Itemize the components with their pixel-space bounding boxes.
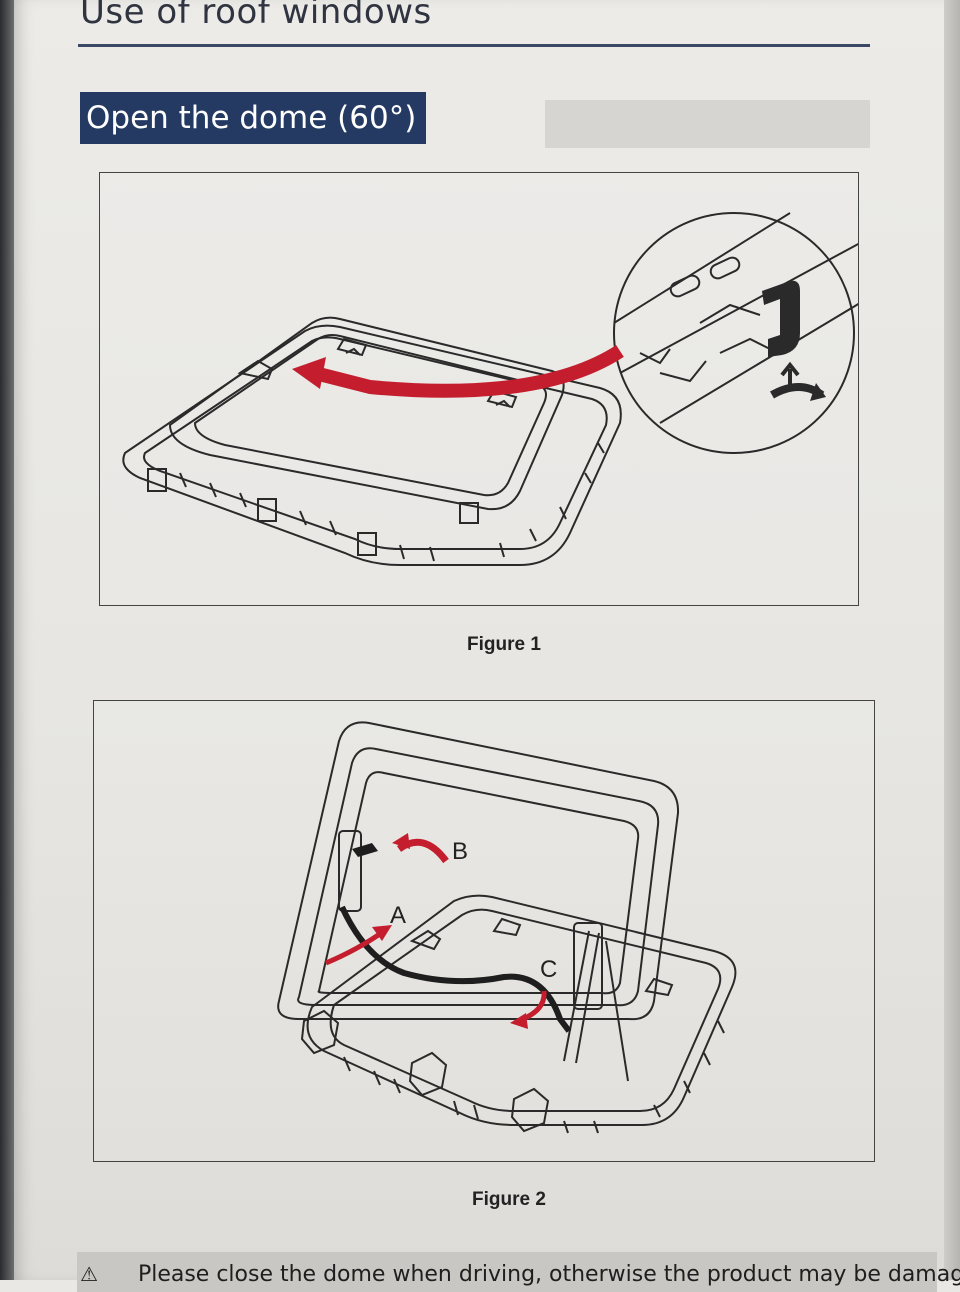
- page-edge-shadow: [0, 0, 14, 1280]
- page-stack-edge: [944, 0, 960, 1280]
- figure-2-illustration: A B C: [277, 721, 737, 1134]
- figure-1-illustration: [122, 212, 858, 566]
- warning-triangle-icon: ⚠: [80, 1262, 98, 1286]
- figure-2-frame: A B C: [93, 700, 875, 1162]
- show-through-band: [545, 100, 870, 148]
- subheading-banner: Open the dome (60°): [80, 92, 427, 144]
- warning-text: Please close the dome when driving, othe…: [137, 1262, 960, 1287]
- figure-1-frame: [99, 172, 859, 606]
- label-a: A: [390, 902, 406, 929]
- figure-1-caption: Figure 1: [467, 634, 541, 655]
- label-b: B: [452, 838, 468, 865]
- figure-2-caption: Figure 2: [472, 1189, 546, 1210]
- label-c: C: [540, 956, 557, 983]
- title-rule: [78, 44, 870, 47]
- section-title: Use of roof windows: [80, 0, 432, 32]
- warning-notice: ⚠ Please close the dome when driving, oth…: [80, 1262, 960, 1287]
